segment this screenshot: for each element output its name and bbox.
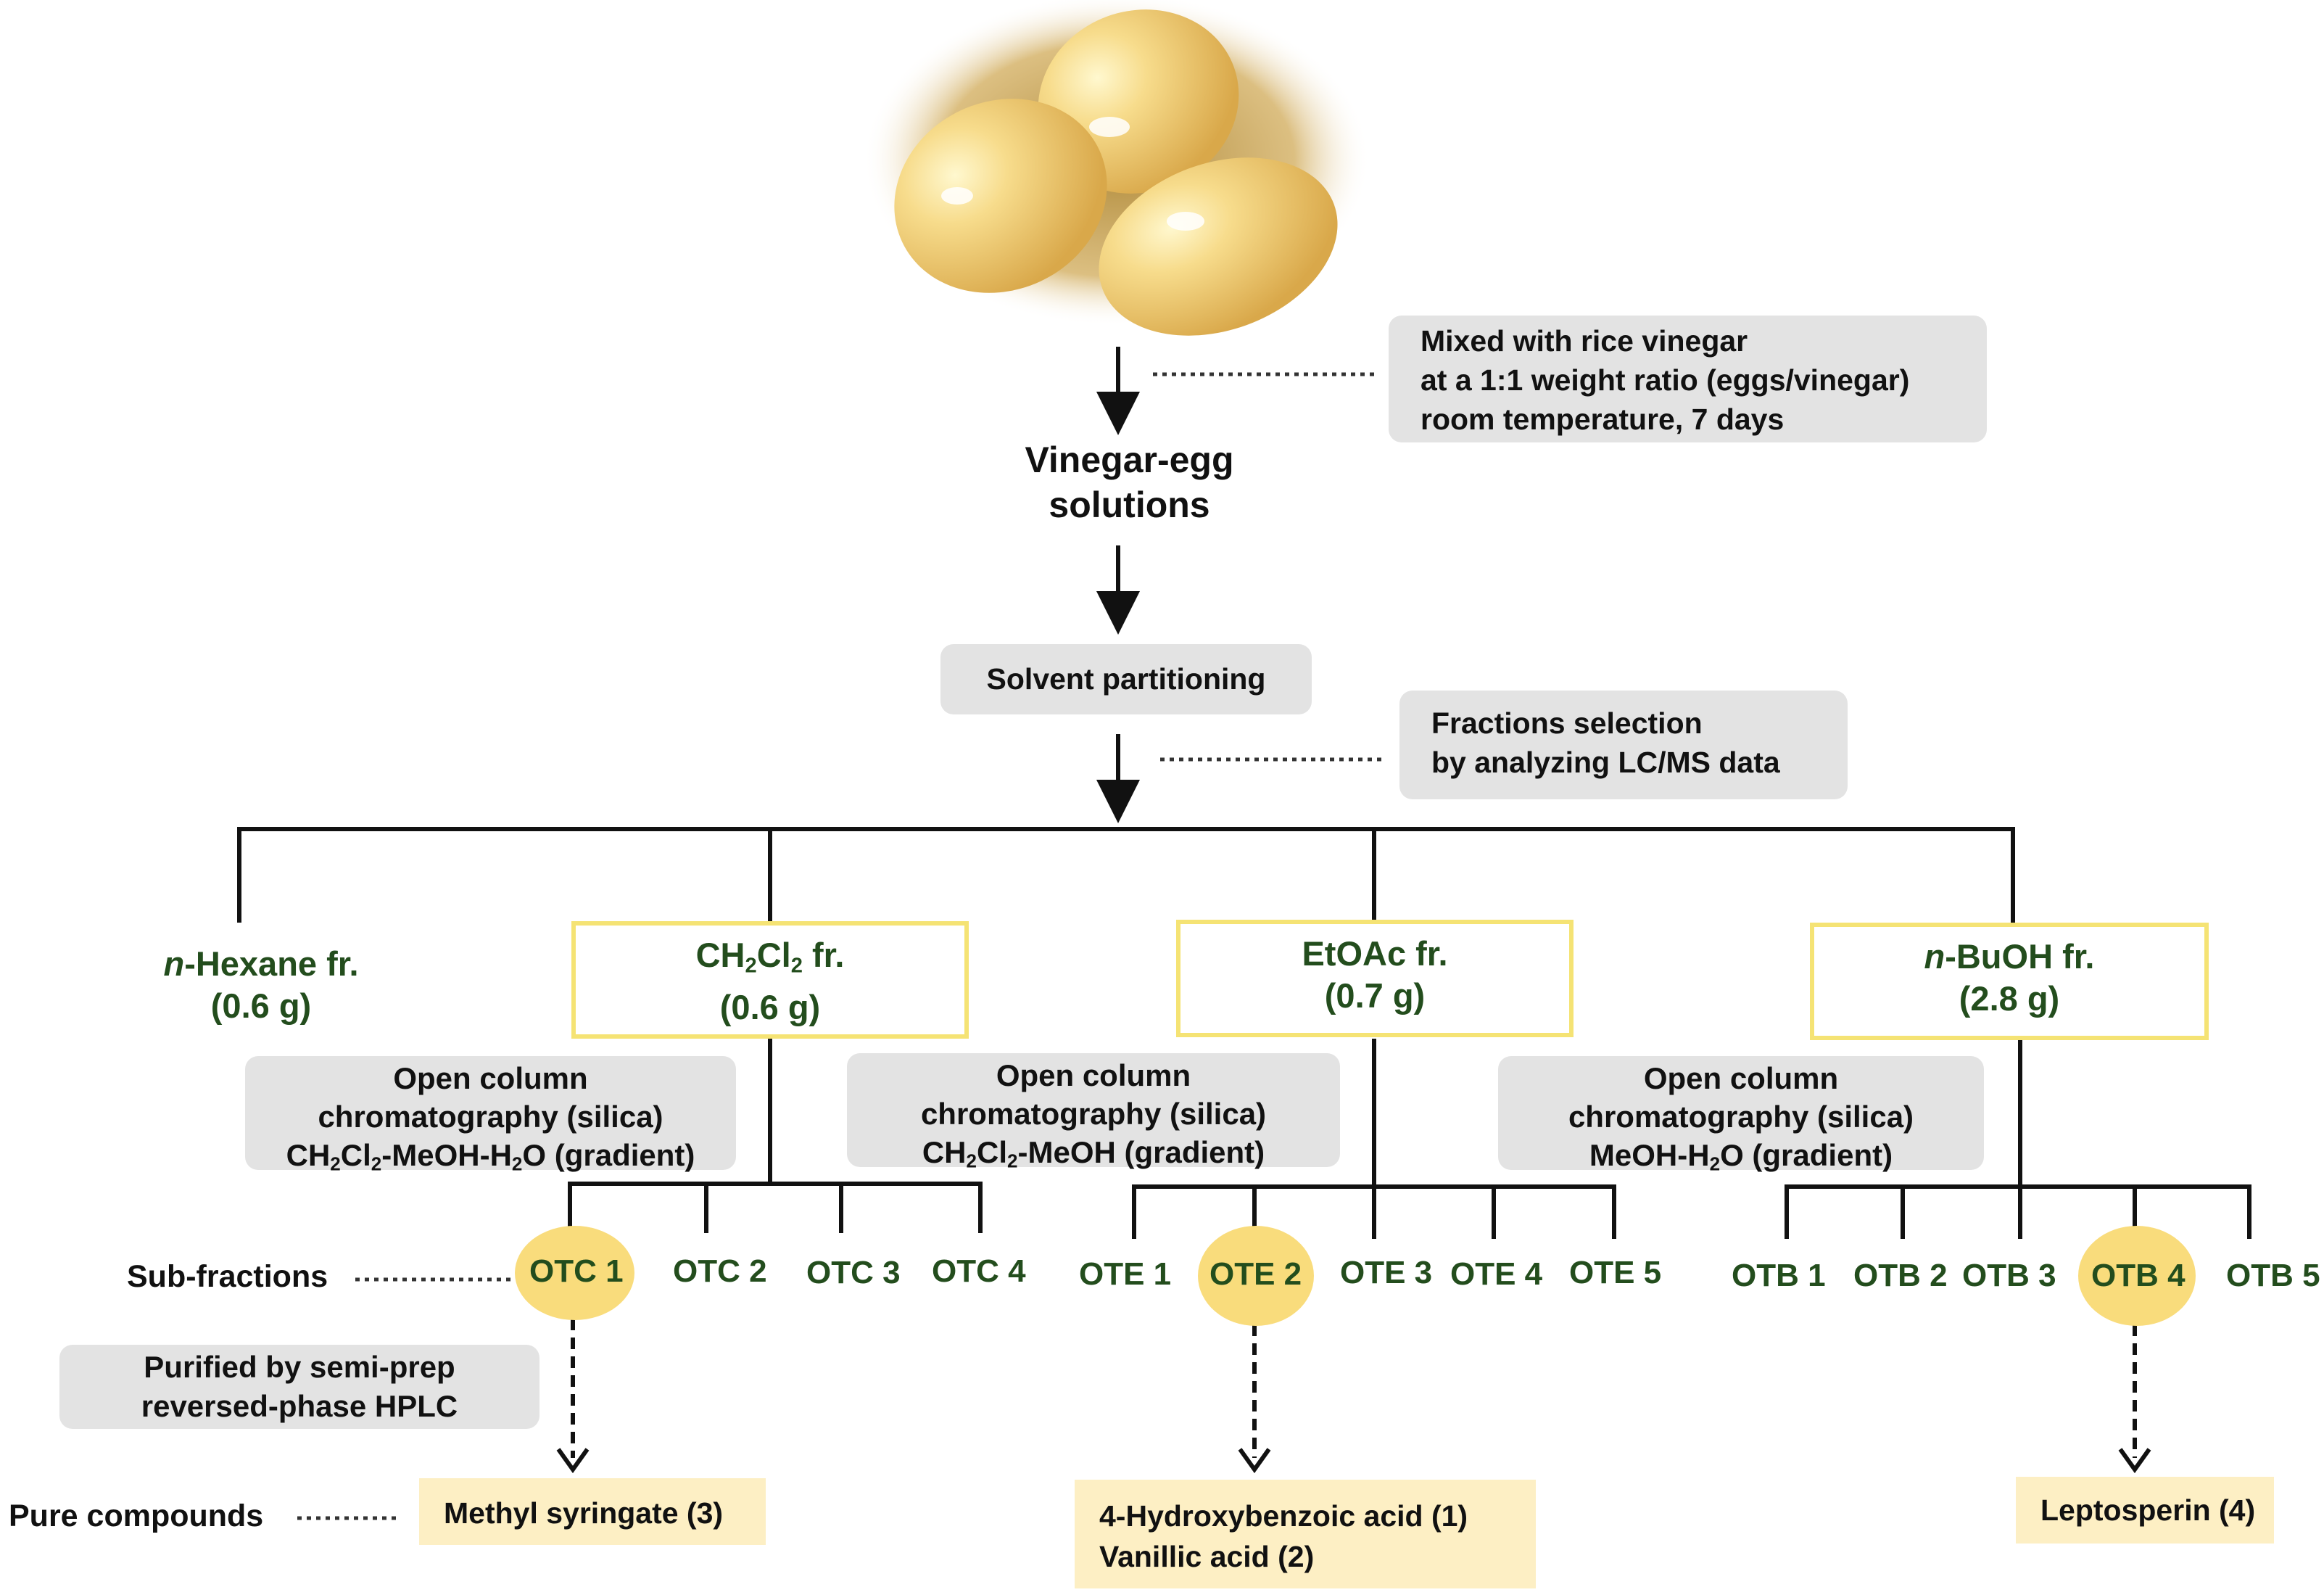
fraction-selection-note: Fractions selection by analyzing LC/MS d…: [1399, 691, 1848, 799]
subfractions-label: Sub-fractions: [127, 1259, 328, 1294]
subfraction-otb-5: OTB 5: [2226, 1258, 2320, 1293]
note-line: room temperature, 7 days: [1421, 403, 1785, 436]
buoh-fraction-box: n-BuOH fr. (2.8 g): [1810, 923, 2209, 1040]
subfraction-ote-2: OTE 2: [1209, 1256, 1302, 1292]
subfraction-otb-3: OTB 3: [1962, 1258, 2056, 1293]
fraction-name: -BuOH fr.: [1945, 937, 2095, 976]
fraction-prefix: n: [163, 944, 185, 983]
subfraction-otb-1: OTB 1: [1732, 1258, 1826, 1293]
dcm-fraction-box: CH2Cl2 fr. (0.6 g): [571, 921, 969, 1039]
note-line: Fractions selection: [1431, 706, 1703, 740]
otc1-highlight: [515, 1226, 634, 1320]
pure-compounds-label: Pure compounds: [9, 1499, 264, 1533]
subfraction-otc-4: OTC 4: [932, 1253, 1026, 1289]
main-step-line: solutions: [1049, 485, 1210, 525]
subfraction-ote-4: OTE 4: [1450, 1256, 1543, 1292]
compound-leptosperin: Leptosperin (4): [2016, 1477, 2274, 1544]
hexane-fraction: n-Hexane fr. (0.6 g): [123, 943, 399, 1027]
fraction-name: EtOAc fr.: [1302, 934, 1448, 973]
pickled-eggs-image: [863, 0, 1370, 336]
note-line: at a 1:1 weight ratio (eggs/vinegar): [1421, 363, 1910, 397]
fraction-mass: (0.6 g): [210, 986, 312, 1025]
buoh-column-note: Open column chromatography (silica) MeOH…: [1498, 1056, 1984, 1175]
compound-name: Methyl syringate (3): [444, 1496, 724, 1530]
etoac-column-note: Open column chromatography (silica) CH2C…: [847, 1053, 1340, 1172]
etoac-fraction-box: EtOAc fr. (0.7 g): [1176, 920, 1574, 1037]
note-line: Mixed with rice vinegar: [1421, 324, 1748, 358]
vinegar-mixing-note: Mixed with rice vinegar at a 1:1 weight …: [1389, 316, 1987, 442]
compound-box-1-2: 4-Hydroxybenzoic acid (1) Vanillic acid …: [1075, 1480, 1536, 1588]
compound-name: Leptosperin (4): [2040, 1493, 2256, 1527]
compound-name: 4-Hydroxybenzoic acid (1): [1099, 1499, 1468, 1533]
compound-methyl-syringate: Methyl syringate (3): [419, 1478, 766, 1545]
subfraction-ote-1: OTE 1: [1079, 1256, 1172, 1292]
subfraction-ote-5: OTE 5: [1569, 1255, 1662, 1290]
hplc-purification-note: Purified by semi-prep reversed-phase HPL…: [59, 1345, 539, 1429]
partition-label: Solvent partitioning: [986, 662, 1266, 696]
solvent-partitioning-box: Solvent partitioning: [940, 644, 1312, 714]
fraction-prefix: n: [1924, 937, 1945, 976]
fraction-name: -Hexane fr.: [184, 944, 359, 983]
fraction-mass: (0.6 g): [719, 988, 821, 1027]
subfraction-ote-3: OTE 3: [1340, 1255, 1433, 1290]
main-step-line: Vinegar-egg: [1025, 440, 1234, 480]
subfraction-otc-3: OTC 3: [806, 1255, 901, 1290]
subfraction-otc-2: OTC 2: [673, 1253, 767, 1289]
subfraction-otb-2: OTB 2: [1853, 1258, 1948, 1293]
compound-name: Vanillic acid (2): [1099, 1540, 1315, 1573]
fraction-mass: (0.7 g): [1324, 976, 1426, 1015]
ote2-highlight: [1198, 1226, 1314, 1326]
subfraction-otb-4: OTB 4: [2091, 1258, 2186, 1293]
vinegar-egg-solutions: Vinegar-egg solutions: [957, 437, 1302, 527]
subfraction-otc-1: OTC 1: [529, 1253, 624, 1289]
fraction-mass: (2.8 g): [1959, 979, 2060, 1018]
note-line: by analyzing LC/MS data: [1431, 746, 1780, 779]
otb4-highlight: [2078, 1226, 2196, 1326]
dcm-column-note: Open column chromatography (silica) CH2C…: [245, 1056, 736, 1175]
